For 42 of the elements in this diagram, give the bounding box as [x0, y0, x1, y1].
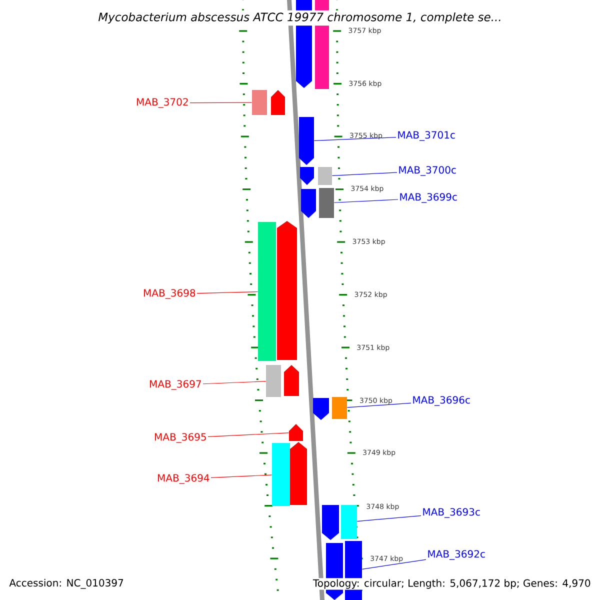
title: Mycobacterium abscessus ATCC 19977 chromosome 1, complete se... [96, 10, 504, 26]
leader-line [190, 102, 252, 104]
gene-block [277, 221, 297, 360]
gene-box [318, 167, 332, 185]
gene-box [252, 90, 267, 115]
gene-box [319, 188, 334, 218]
gene-block [271, 90, 285, 115]
gene-label: MAB_3694 [158, 474, 210, 484]
gene-label: MAB_3695 [155, 433, 206, 443]
gene-label: MAB_3702 [137, 98, 188, 108]
gene-label: MAB_3698 [144, 289, 196, 299]
gene-block [289, 424, 303, 441]
gene-box [332, 397, 347, 419]
gene-box [341, 505, 357, 539]
gene-block [301, 189, 316, 218]
leader-line [202, 381, 266, 384]
gene-label: MAB_3693c [423, 508, 480, 518]
leader-line [334, 199, 398, 203]
gene-box [272, 443, 290, 506]
gene-block [299, 117, 314, 165]
gene-block [313, 398, 329, 420]
gene-label: MAB_3701c [398, 131, 455, 141]
footer-text: Accession: NC_010397 [8, 578, 125, 590]
leader-line [332, 172, 398, 176]
gene-block [300, 167, 314, 185]
leader-line [346, 402, 412, 408]
gene-label: MAB_3696c [413, 396, 470, 406]
leader-line [356, 515, 422, 522]
gene-box [258, 222, 276, 361]
gene-label: MAB_3699c [400, 193, 457, 203]
gene-label: MAB_3692c [428, 550, 485, 560]
gene-box [266, 365, 281, 397]
leader-line [208, 432, 290, 437]
gene-block [322, 505, 339, 540]
leader-line [362, 559, 426, 570]
leader-line [196, 291, 258, 294]
leader-line [210, 474, 272, 478]
footer-text: Topology: circular; Length: 5,067,172 bp; Genes: 4,970 [312, 578, 592, 590]
gene-block [284, 365, 299, 396]
gene-label: MAB_3697 [150, 380, 201, 390]
leader-line [314, 136, 396, 141]
gene-label: MAB_3700c [399, 166, 456, 176]
